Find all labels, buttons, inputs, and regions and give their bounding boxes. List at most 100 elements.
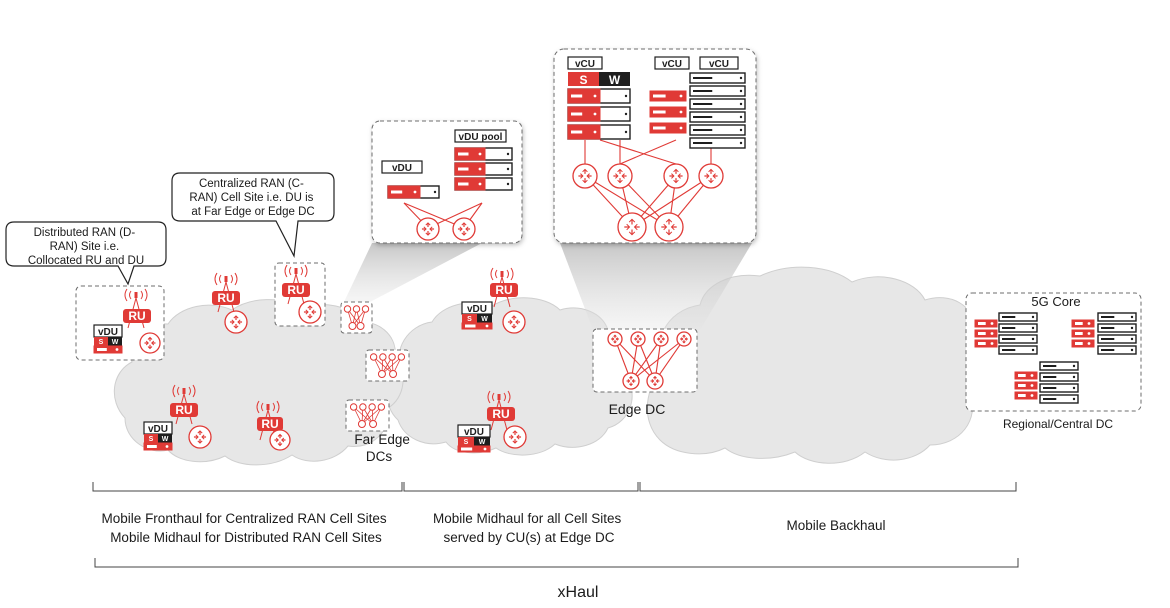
server-icon [454, 147, 486, 161]
server-icon [1039, 361, 1079, 371]
server-icon [689, 72, 746, 84]
switch-s-label: S [467, 316, 472, 323]
ru-tag: RU [490, 283, 518, 297]
router-icon [653, 331, 669, 347]
ru-label: RU [175, 403, 192, 417]
server-icon [454, 177, 486, 191]
ru-label: RU [495, 283, 512, 297]
switch-w-label: W [609, 73, 621, 87]
vdu-pool-tag: vDU pool [454, 129, 507, 143]
switch-s-label: S [99, 339, 104, 346]
ru-label: RU [492, 407, 509, 421]
server-icon [1071, 329, 1095, 338]
vcu-tag-left-text: vCU [575, 59, 595, 70]
vcu-tag-middle-text: vCU [662, 59, 682, 70]
ru-tag: RU [170, 403, 198, 417]
router-icon [452, 217, 476, 241]
router-icon [622, 372, 640, 390]
callout-dran: Distributed RAN (D- RAN) Site i.e. Collo… [5, 221, 167, 286]
router-icon [503, 425, 527, 449]
router-icon [646, 372, 664, 390]
ru-tag: RU [487, 407, 515, 421]
router-icon [617, 212, 647, 242]
midhaul-span-line-1: Mobile Midhaul for all Cell Sites [433, 511, 622, 526]
core-title: 5G Core [1031, 294, 1080, 309]
fronthaul-span-label: Mobile Fronthaul for Centralized RAN Cel… [102, 511, 391, 545]
server-icon [567, 106, 601, 122]
server-icon [454, 162, 486, 176]
ru-label: RU [128, 309, 145, 323]
server-icon [387, 185, 421, 199]
router-icon [676, 331, 692, 347]
server-icon [1097, 345, 1137, 355]
server-icon [974, 319, 998, 328]
vdu-tag: vDU [457, 424, 491, 438]
server-icon [689, 111, 746, 123]
server-icon [649, 106, 687, 118]
ru-tag: RU [282, 283, 310, 297]
far-edge-router-cluster [343, 305, 370, 330]
vdu-zoom-tag: vDU [381, 160, 423, 174]
server-icon [567, 124, 601, 140]
server-icon [1014, 371, 1038, 380]
fronthaul-span-line-1: Mobile Fronthaul for Centralized RAN Cel… [102, 511, 387, 526]
router-icon [607, 163, 633, 189]
server-icon [649, 90, 687, 102]
edge-dc-label: Edge DC [609, 401, 666, 417]
server-icon [974, 329, 998, 338]
router-icon [502, 310, 526, 334]
bracket-fronthaul [92, 482, 403, 492]
server-icon [93, 345, 123, 354]
vdu-tag-text: vDU [148, 424, 168, 435]
server-icon [689, 85, 746, 97]
vcu-tag-middle: vCU [654, 56, 690, 70]
callout-cran-line-3: at Far Edge or Edge DC [191, 206, 314, 218]
server-icon [998, 323, 1038, 333]
server-icon [1039, 383, 1079, 393]
far-edge-router-cluster [369, 353, 406, 378]
router-icon [224, 310, 248, 334]
bracket-xhaul [94, 558, 1019, 568]
router-icon [416, 217, 440, 241]
router-icon [572, 163, 598, 189]
svg-text:Centralized RAN (C- RAN): Centralized RAN (C- RAN) Cell Site i.e. … [189, 178, 316, 218]
server-icon [457, 445, 491, 453]
callout-cran: Centralized RAN (C- RAN) Cell Site i.e. … [171, 172, 335, 259]
switch-s-label: S [149, 436, 154, 443]
server-icon [689, 98, 746, 110]
server-icon [1014, 381, 1038, 390]
far-edge-label: Far Edge DCs [354, 432, 413, 464]
vcu-tag-right-text: vCU [709, 59, 729, 70]
vcu-tag-right: vCU [699, 56, 739, 70]
server-icon [143, 442, 173, 451]
xhaul-label: xHaul [558, 584, 599, 601]
core-dc-box [965, 292, 1142, 412]
router-icon [630, 331, 646, 347]
router-icon [298, 300, 322, 324]
server-icon [689, 137, 746, 149]
span-brackets [92, 482, 1019, 568]
cloud-group [113, 266, 989, 466]
router-icon [139, 332, 161, 354]
switch-w-label: W [481, 316, 488, 323]
server-icon [689, 124, 746, 136]
vdu-tag-text: vDU [98, 327, 118, 338]
vdu-tag-text: vDU [464, 427, 484, 438]
server-icon [649, 122, 687, 134]
server-icon [1014, 391, 1038, 400]
server-icon [1097, 312, 1137, 322]
server-icon [998, 345, 1038, 355]
vdu-tag-text: vDU [467, 304, 487, 315]
ru-tag: RU [257, 417, 283, 431]
far-edge-router-cluster [349, 403, 386, 428]
ru-tag: RU [123, 309, 151, 323]
router-icon [663, 163, 689, 189]
callout-dran-line-1: Distributed RAN (D- [34, 227, 136, 239]
server-icon [567, 88, 601, 104]
